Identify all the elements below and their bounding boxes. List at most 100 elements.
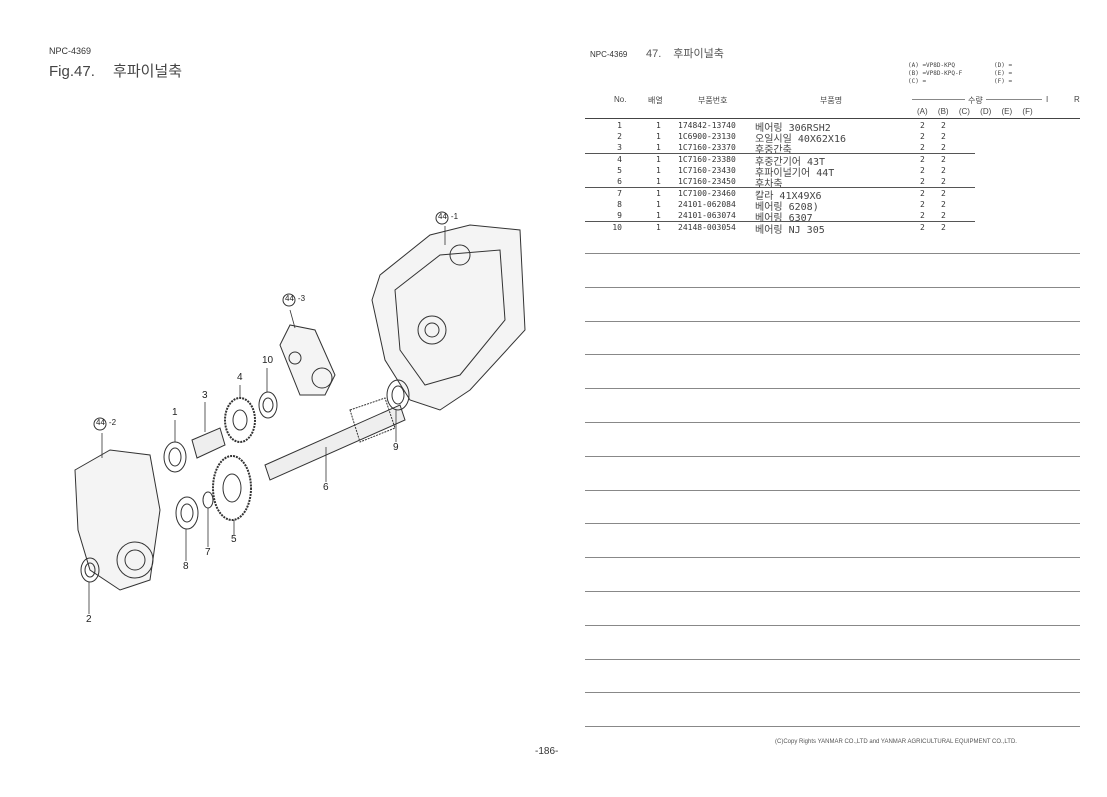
row-arr: 1 [656, 211, 661, 220]
row-part-name: 베어링 6307 [755, 213, 813, 224]
ruled-line [585, 321, 1080, 322]
callout-7: 7 [205, 547, 211, 558]
col-arr: 배열 [648, 96, 663, 105]
transmission-housing [371, 224, 526, 411]
ruled-line [585, 692, 1080, 693]
row-qty-a: 2 [920, 132, 925, 141]
row-qty-a: 2 [920, 166, 925, 175]
bearing-10 [258, 391, 278, 419]
row-qty-a: 2 [920, 200, 925, 209]
row-part-name: 후차축 [755, 179, 783, 190]
row-qty-b: 2 [941, 189, 946, 198]
model-list-def: (D) =(E) =(F) = [994, 62, 1013, 85]
ruled-line [585, 523, 1080, 524]
row-qty-b: 2 [941, 132, 946, 141]
row-part-no: 24101-062084 [678, 200, 736, 209]
group-divider [585, 221, 975, 222]
cover-44-3 [279, 324, 336, 396]
row-no: 2 [617, 132, 622, 141]
row-arr: 1 [656, 189, 661, 198]
oil-seal-2 [80, 557, 100, 583]
section-title: 47.후파이널축 [646, 48, 724, 60]
col-part-no: 부품번호 [698, 96, 728, 105]
callout-6: 6 [323, 482, 329, 493]
row-qty-a: 2 [920, 121, 925, 130]
row-part-name: 베어링 6208) [755, 202, 819, 213]
row-part-no: 24148-003054 [678, 223, 736, 232]
ruled-line [585, 253, 1080, 254]
row-part-no: 1C7160-23430 [678, 166, 736, 175]
row-part-no: 174842-13740 [678, 121, 736, 130]
table-row: 2 1 1C6900-23130 오일시일 40X62X16 2 2 [590, 132, 1080, 145]
figure-number: Fig.47. [49, 63, 95, 80]
callout-44-1: 44-1 [438, 212, 459, 221]
row-qty-b: 2 [941, 143, 946, 152]
row-qty-b: 2 [941, 211, 946, 220]
callout-2: 2 [86, 614, 92, 625]
ruled-line [585, 456, 1080, 457]
row-no: 4 [617, 155, 622, 164]
row-part-name: 오일시일 40X62X16 [755, 134, 846, 145]
row-qty-b: 2 [941, 155, 946, 164]
callout-3: 3 [202, 390, 208, 401]
gear-5 [212, 455, 252, 521]
bearing-8 [175, 496, 199, 530]
page-number: -186- [535, 746, 559, 757]
bearing-9 [386, 379, 410, 411]
row-qty-a: 2 [920, 211, 925, 220]
callout-8: 8 [183, 561, 189, 572]
row-qty-b: 2 [941, 200, 946, 209]
row-part-name: 후파이널기어 44T [755, 168, 835, 179]
row-part-name: 베어링 306RSH2 [755, 123, 831, 134]
header-rule [585, 118, 1080, 119]
callout-10: 10 [262, 355, 274, 366]
case-44-2 [74, 449, 161, 591]
row-part-name: 베어링 NJ 305 [755, 225, 825, 236]
figure-title: Fig.47. 후파이널축 [49, 60, 182, 81]
row-part-no: 1C7160-23380 [678, 155, 736, 164]
row-arr: 1 [656, 200, 661, 209]
ruled-line [585, 388, 1080, 389]
row-arr: 1 [656, 132, 661, 141]
doc-code: NPC-4369 [49, 46, 92, 56]
qty-subcolumns: (A) (B) (C) (D) (E) (F) [917, 107, 1033, 116]
doc-code-right: NPC-4369 [590, 50, 628, 59]
row-part-name: 후중간축 [755, 145, 792, 156]
bearing-1 [163, 441, 187, 473]
row-arr: 1 [656, 143, 661, 152]
col-qty: 수량 [965, 95, 986, 106]
row-no: 5 [617, 166, 622, 175]
row-part-no: 1C6900-23130 [678, 132, 736, 141]
row-part-no: 1C7160-23370 [678, 143, 736, 152]
row-qty-b: 2 [941, 166, 946, 175]
row-arr: 1 [656, 166, 661, 175]
group-divider [585, 187, 975, 188]
row-part-no: 24101-063074 [678, 211, 736, 220]
row-part-name: 칼라 41X49X6 [755, 191, 822, 202]
ruled-line [585, 490, 1080, 491]
col-i: I [1046, 95, 1049, 104]
ruled-line [585, 422, 1080, 423]
row-no: 6 [617, 177, 622, 186]
row-qty-a: 2 [920, 143, 925, 152]
callout-9: 9 [393, 442, 399, 453]
row-qty-b: 2 [941, 121, 946, 130]
col-part-name: 부품명 [820, 96, 843, 105]
group-divider [585, 153, 975, 154]
exploded-parts-diagram [74, 211, 526, 614]
col-r: R [1074, 95, 1080, 104]
row-no: 10 [612, 223, 622, 232]
row-part-no: 1C7100-23460 [678, 189, 736, 198]
col-no: No. [614, 95, 627, 104]
row-qty-a: 2 [920, 155, 925, 164]
callout-5: 5 [231, 534, 237, 545]
row-qty-b: 2 [941, 177, 946, 186]
